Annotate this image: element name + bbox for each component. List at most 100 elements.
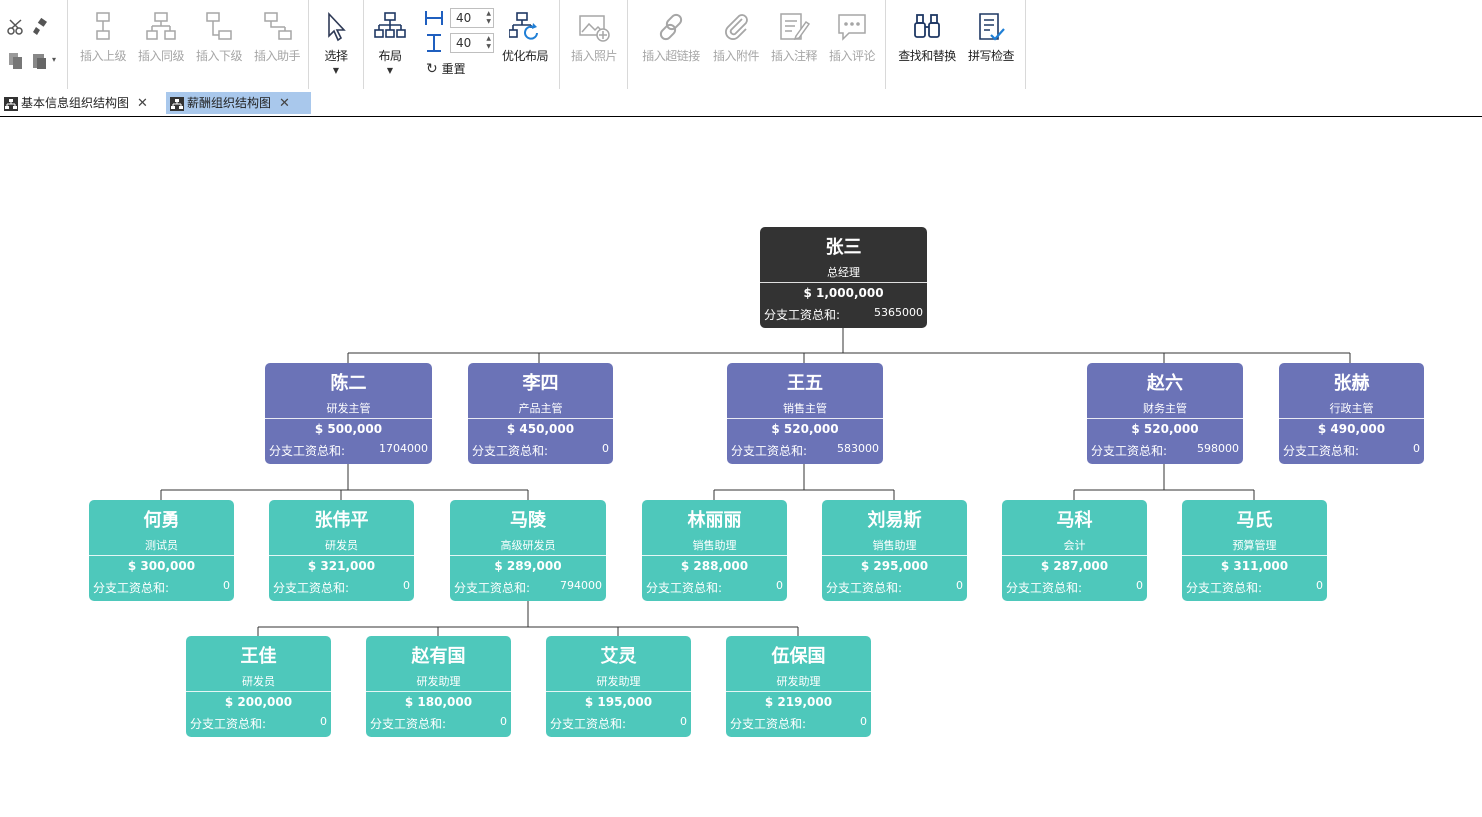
- cut-icon[interactable]: [6, 17, 26, 37]
- vertical-spacing-input[interactable]: 40 ▲▼: [450, 33, 494, 53]
- node-salary: $ 520,000: [1131, 422, 1199, 436]
- insert-child-label: 插入下级: [195, 49, 243, 63]
- ribbon-toolbar: ▾ 插入上级 插入同级 插入下: [0, 0, 1482, 91]
- spell-check-button[interactable]: 拼写检查: [963, 8, 1019, 78]
- node-sum-value: 794000: [560, 579, 602, 592]
- insert-attachment-label: 插入附件: [712, 49, 760, 63]
- insert-photo-button[interactable]: 插入照片: [566, 8, 622, 78]
- insert-assistant-button[interactable]: 插入助手: [249, 8, 305, 78]
- layout-button[interactable]: 布局 ▼: [364, 8, 416, 78]
- select-dropdown-caret[interactable]: ▼: [332, 66, 340, 75]
- layout-dropdown-caret[interactable]: ▼: [386, 66, 394, 75]
- tab-salary-chart[interactable]: 薪酬组织结构图✕: [166, 92, 311, 114]
- optimize-layout-label: 优化布局: [501, 49, 549, 63]
- insert-sibling-button[interactable]: 插入同级: [133, 8, 189, 78]
- org-chart-file-icon: [170, 96, 184, 111]
- org-chart-canvas[interactable]: 张三 总经理 $ 1,000,000 分支工资总和: 5365000 陈二 研发…: [0, 117, 1482, 817]
- node-divider: [366, 691, 511, 692]
- insert-assistant-icon: [264, 12, 292, 40]
- node-s6[interactable]: 马科 会计 $ 287,000 分支工资总和: 0: [1002, 500, 1147, 601]
- note-icon: [780, 13, 810, 41]
- node-salary: $ 287,000: [1040, 559, 1109, 573]
- find-replace-button[interactable]: 查找和替换: [892, 8, 962, 78]
- node-name: 艾灵: [600, 646, 637, 667]
- insert-parent-label: 插入上级: [79, 49, 127, 63]
- insert-child-button[interactable]: 插入下级: [191, 8, 247, 78]
- optimize-layout-icon: [509, 12, 538, 40]
- node-name: 张三: [825, 237, 862, 258]
- hyperlink-icon: [659, 13, 683, 41]
- connector-lines: [160, 328, 1351, 636]
- optimize-layout-button[interactable]: 优化布局: [499, 8, 551, 78]
- binoculars-icon: [914, 14, 940, 38]
- node-m4[interactable]: 赵六 财务主管 $ 520,000 分支工资总和: 598000: [1087, 363, 1243, 464]
- node-root[interactable]: 张三 总经理 $ 1,000,000 分支工资总和: 5365000: [760, 227, 927, 328]
- vertical-spacing-value: 40: [456, 36, 472, 50]
- insert-attachment-button[interactable]: 插入附件: [708, 8, 764, 78]
- node-salary: $ 500,000: [314, 422, 383, 436]
- horizontal-spacing-value: 40: [456, 11, 472, 25]
- node-m5[interactable]: 张赫 行政主管 $ 490,000 分支工资总和: 0: [1279, 363, 1424, 464]
- select-group: 选择 ▼: [309, 0, 364, 89]
- node-sum-label: 分支工资总和:: [1186, 581, 1263, 595]
- node-m2[interactable]: 李四 产品主管 $ 450,000 分支工资总和: 0: [468, 363, 613, 464]
- node-name: 马氏: [1236, 510, 1273, 531]
- node-t1[interactable]: 王佳 研发员 $ 200,000 分支工资总和: 0: [186, 636, 331, 737]
- node-sum-label: 分支工资总和:: [730, 717, 807, 731]
- tab-basic-info-chart[interactable]: 基本信息组织结构图 ✕: [0, 92, 160, 114]
- copy-icon[interactable]: [6, 51, 26, 71]
- node-salary: $ 311,000: [1220, 559, 1289, 573]
- tab-salary-close-icon[interactable]: ✕: [279, 96, 290, 111]
- insert-hyperlink-button[interactable]: 插入超链接: [636, 8, 706, 78]
- node-m1[interactable]: 陈二 研发主管 $ 500,000 分支工资总和: 1704000: [265, 363, 432, 464]
- cursor-arrow-icon: [328, 11, 346, 42]
- paste-dropdown-caret[interactable]: ▾: [52, 55, 57, 64]
- node-sum-label: 分支工资总和:: [1006, 581, 1083, 595]
- node-divider: [1279, 418, 1424, 419]
- format-painter-icon[interactable]: [31, 17, 51, 37]
- spell-check-icon: [979, 13, 1005, 41]
- photo-group: 插入照片: [560, 0, 628, 89]
- insert-child-icon: [206, 12, 232, 40]
- node-s5[interactable]: 刘易斯 销售助理 $ 295,000 分支工资总和: 0: [822, 500, 967, 601]
- node-divider: [186, 691, 331, 692]
- node-name: 马科: [1056, 510, 1093, 531]
- node-sum-value: 598000: [1197, 442, 1239, 455]
- insert-note-label: 插入注释: [770, 49, 818, 63]
- horizontal-spacing-spinner[interactable]: ▲▼: [486, 10, 491, 25]
- node-role: 预算管理: [1232, 539, 1277, 552]
- vertical-spacing-spinner[interactable]: ▲▼: [486, 35, 491, 50]
- node-divider: [822, 555, 967, 556]
- spell-check-label: 拼写检查: [967, 49, 1015, 63]
- node-s4[interactable]: 林丽丽 销售助理 $ 288,000 分支工资总和: 0: [642, 500, 787, 601]
- node-sum-label: 分支工资总和:: [646, 581, 723, 595]
- tools-group: 查找和替换 拼写检查: [886, 0, 1026, 89]
- insert-comment-button[interactable]: 插入评论: [824, 8, 880, 78]
- node-s7[interactable]: 马氏 预算管理 $ 311,000 分支工资总和: 0: [1182, 500, 1327, 601]
- reset-button[interactable]: ↻ 重置: [426, 59, 466, 79]
- insert-parent-button[interactable]: 插入上级: [75, 8, 131, 78]
- horizontal-spacing-input[interactable]: 40 ▲▼: [450, 8, 494, 28]
- node-role: 高级研发员: [500, 539, 556, 552]
- tab-basic-info-label: 基本信息组织结构图: [21, 96, 130, 110]
- node-s1[interactable]: 何勇 测试员 $ 300,000 分支工资总和: 0: [89, 500, 234, 601]
- node-divider: [760, 282, 927, 283]
- insert-assistant-label: 插入助手: [253, 49, 301, 63]
- node-t4[interactable]: 伍保国 研发助理 $ 219,000 分支工资总和: 0: [726, 636, 871, 737]
- node-t3[interactable]: 艾灵 研发助理 $ 195,000 分支工资总和: 0: [546, 636, 691, 737]
- node-salary: $ 1,000,000: [803, 286, 884, 300]
- insert-note-button[interactable]: 插入注释: [766, 8, 822, 78]
- layout-label: 布局: [378, 49, 402, 63]
- node-s2[interactable]: 张伟平 研发员 $ 321,000 分支工资总和: 0: [269, 500, 414, 601]
- node-m3[interactable]: 王五 销售主管 $ 520,000 分支工资总和: 583000: [727, 363, 883, 464]
- insert-parent-icon: [96, 12, 110, 40]
- insert-node-group: 插入上级 插入同级 插入下级: [68, 0, 309, 89]
- select-button[interactable]: 选择 ▼: [309, 8, 363, 78]
- org-chart-file-icon: [4, 96, 18, 111]
- paste-icon[interactable]: [31, 51, 51, 71]
- node-s3[interactable]: 马陵 高级研发员 $ 289,000 分支工资总和: 794000: [450, 500, 606, 601]
- node-t2[interactable]: 赵有国 研发助理 $ 180,000 分支工资总和: 0: [366, 636, 511, 737]
- tab-basic-info-close-icon[interactable]: ✕: [137, 96, 148, 111]
- node-sum-label: 分支工资总和:: [472, 444, 549, 458]
- find-replace-label: 查找和替换: [898, 49, 956, 63]
